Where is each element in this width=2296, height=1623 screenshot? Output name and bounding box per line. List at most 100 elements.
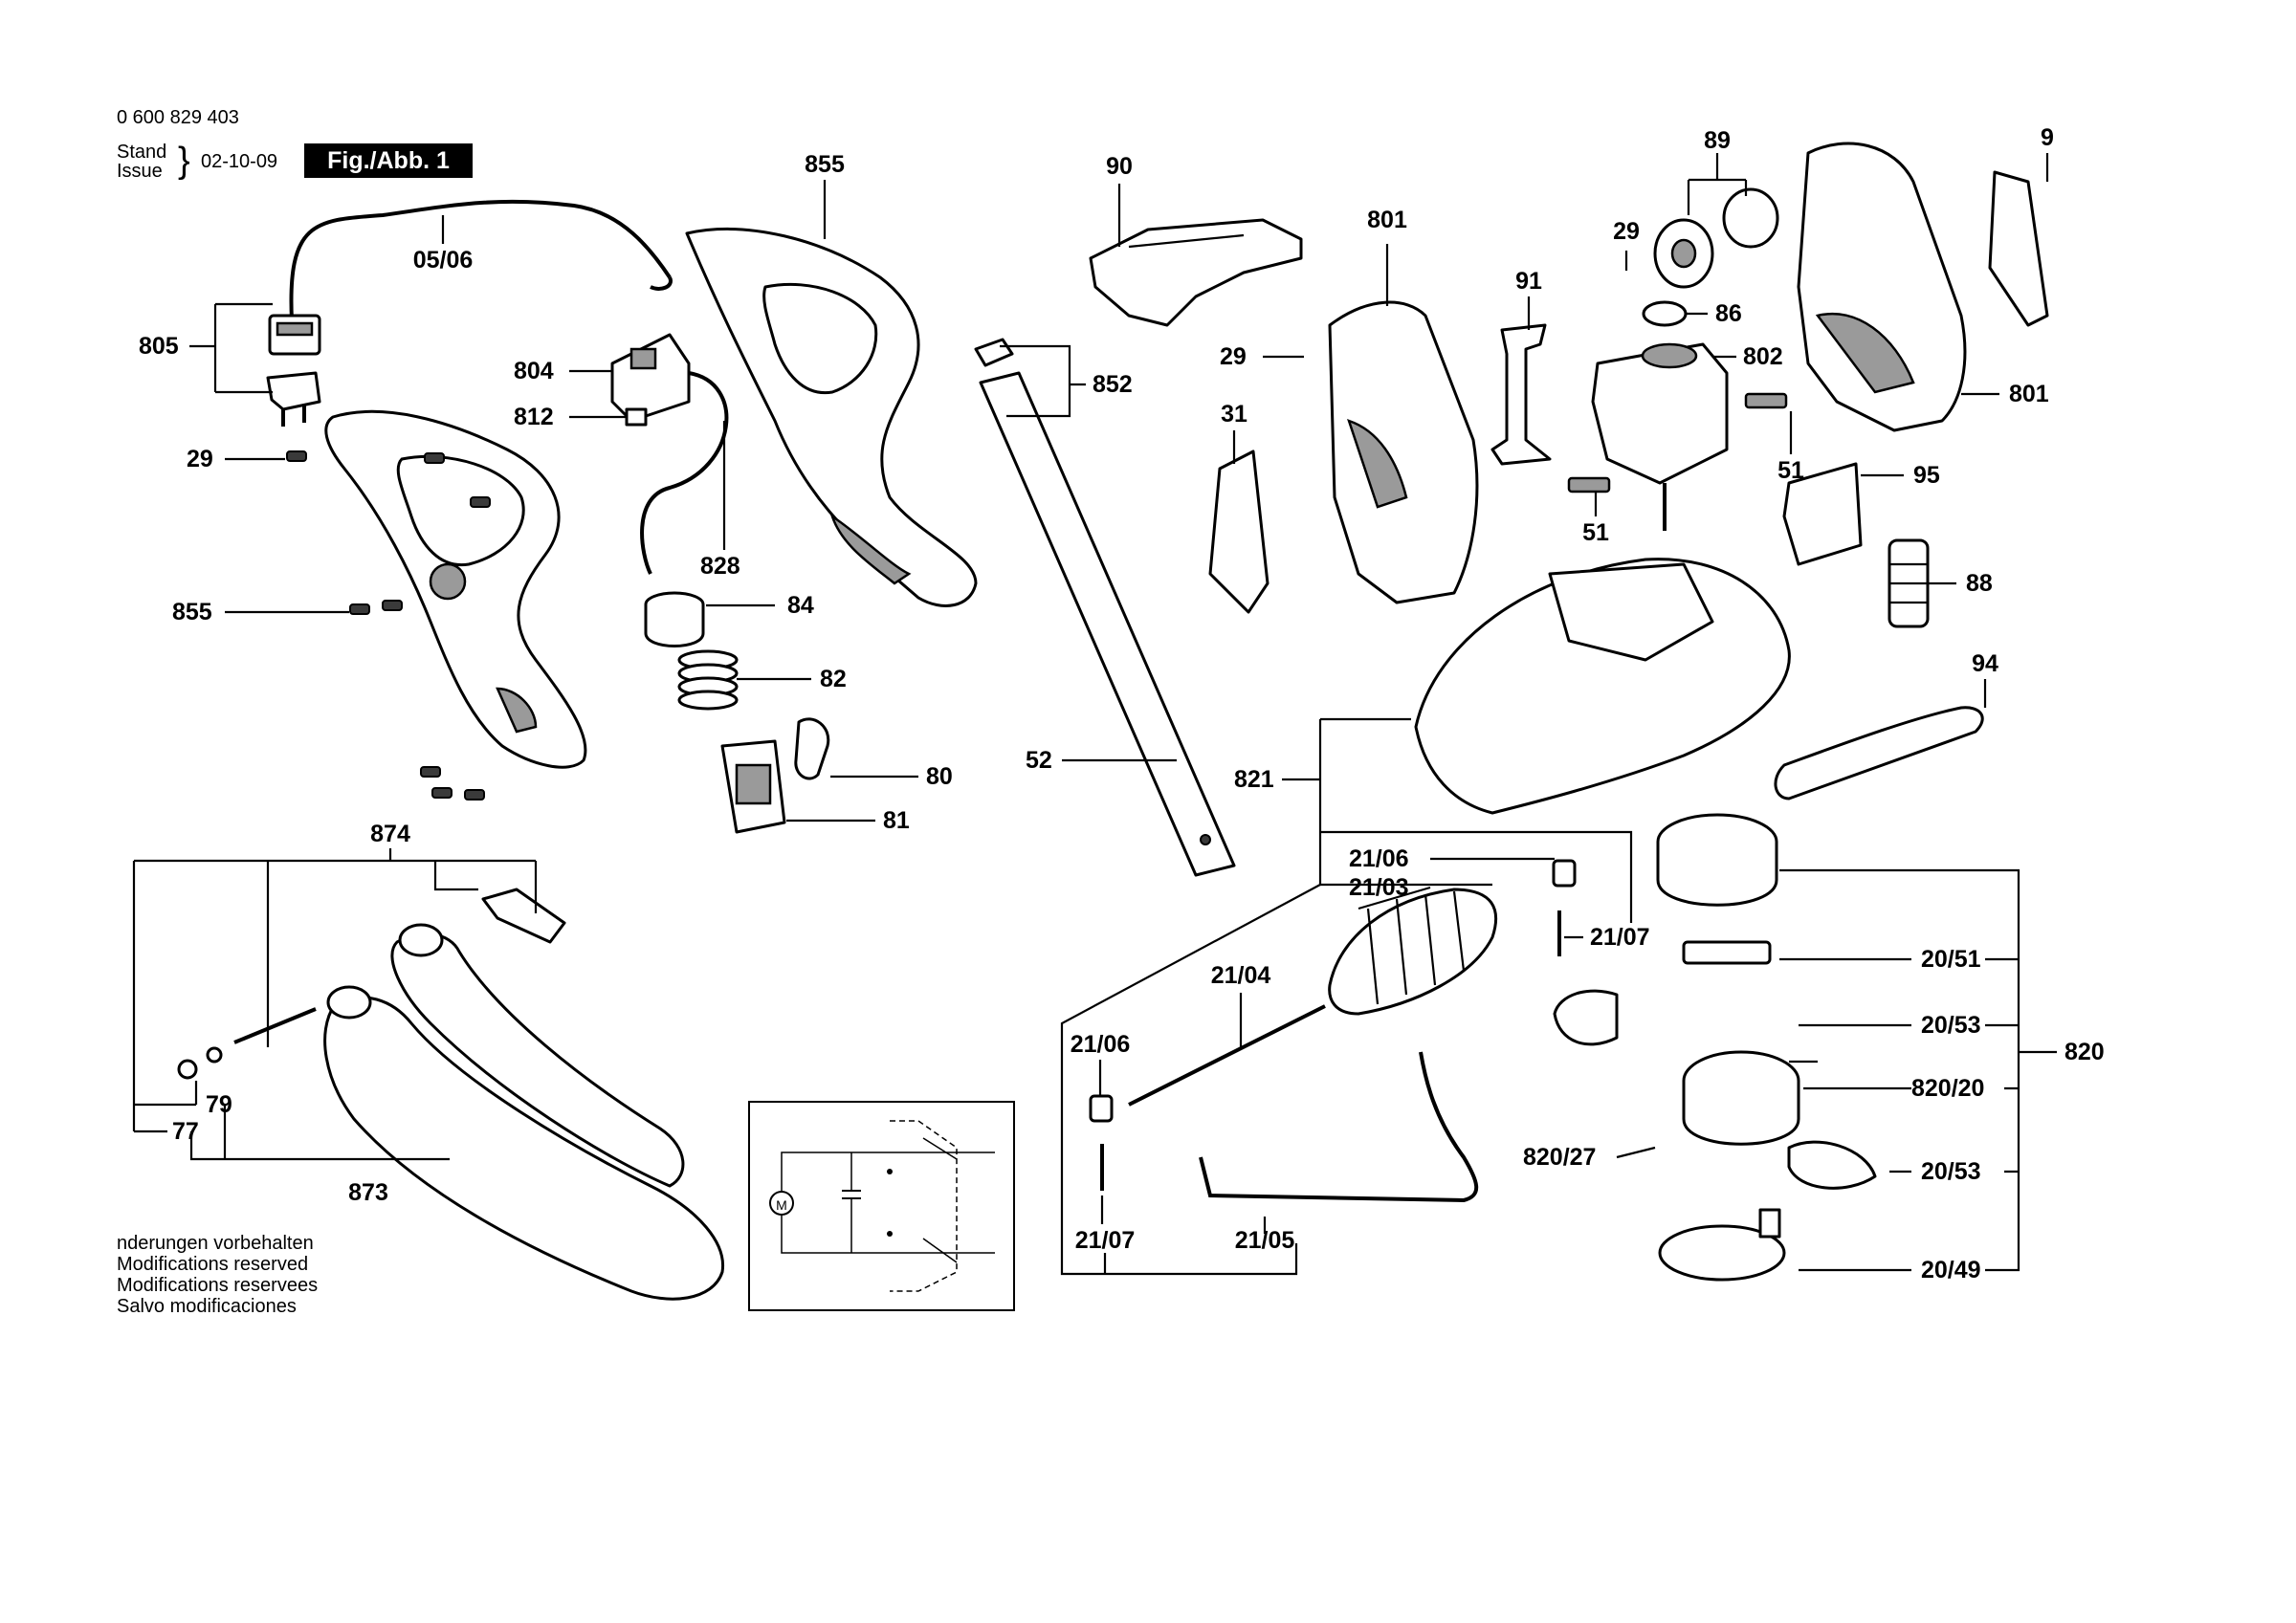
part-labels: 855 05/06 805 29 855 804 812 828 84 82 8… [139,124,2105,1283]
label-21-03: 21/03 [1349,874,1409,901]
label-91: 91 [1515,268,1542,295]
note-de: nderungen vorbehalten [117,1233,314,1254]
wiring-schematic: M [748,1101,1015,1311]
label-855-top: 855 [805,151,845,178]
label-80: 80 [926,763,953,790]
brush-a-part [1744,392,1788,409]
label-802: 802 [1743,343,1783,370]
label-79: 79 [206,1091,232,1118]
label-84: 84 [787,592,814,619]
label-94: 94 [1972,650,1998,677]
note-es: Salvo modificaciones [117,1296,297,1317]
note-en: Modifications reserved [117,1254,309,1275]
lever-part [794,717,830,780]
label-20-53-upper: 20/53 [1921,1012,1981,1039]
small-shield-part [1988,170,2049,327]
label-21-07-right: 21/07 [1590,924,1650,951]
top-cover-part [1089,218,1303,327]
bellows-part [1328,888,1498,1016]
label-820: 820 [2064,1039,2105,1065]
leader-lines [132,153,2057,1276]
label-828: 828 [700,553,740,580]
label-874: 874 [370,821,410,847]
label-852: 852 [1093,371,1133,398]
capacitor-part [625,407,648,427]
spring-part [677,649,739,711]
label-801-mid: 801 [1367,207,1407,233]
label-20-53-lower: 20/53 [1921,1158,1981,1185]
wire-bow-part [1199,1051,1479,1203]
motor-part [1591,342,1729,531]
rod-part [1128,1004,1326,1107]
note-fr: Modifications reservees [117,1275,319,1296]
label-801-right: 801 [2009,381,2049,407]
handle-half-left-part [324,409,587,769]
label-90: 90 [1106,153,1133,180]
fan-part [1653,187,1779,289]
brush-b-part [1567,476,1611,493]
power-cord-part [289,199,673,321]
aux-handle-part [1774,706,1984,801]
housing-left-part [1328,300,1479,604]
label-855-left: 855 [172,599,212,625]
label-86: 86 [1715,300,1742,327]
label-89: 89 [1704,127,1731,154]
spool-assembly-part [1553,813,1877,1282]
guard-hood-part [1414,558,1791,815]
clamp-b-part [1552,859,1577,888]
label-77: 77 [172,1118,199,1145]
label-29-mid: 29 [1220,343,1247,370]
wheel-frame-part [177,888,725,1301]
handle-half-right-part [685,228,978,607]
tube-part [974,338,1236,877]
label-52: 52 [1026,747,1052,774]
ring-part [1642,300,1688,327]
shield-part [1208,450,1269,614]
label-812: 812 [514,404,554,430]
notes-block: nderungen vorbehalten Modifications rese… [117,1233,318,1317]
issue-label: Issue [117,161,163,182]
filter-part [1888,538,1930,628]
label-21-07-lower: 21/07 [1075,1227,1136,1254]
label-05-06: 05/06 [413,247,474,274]
guard-part [1782,462,1863,566]
wire-harness-part [640,371,729,575]
label-95: 95 [1913,462,1940,489]
figure-label: Fig./Abb. 1 [304,143,473,178]
label-873: 873 [348,1179,388,1206]
label-31: 31 [1221,401,1247,428]
label-21-04: 21/04 [1211,962,1271,989]
issue-date: 02-10-09 [201,151,278,172]
label-82: 82 [820,666,847,692]
stand-label: Stand [117,142,167,163]
label-21-06-top: 21/06 [1349,845,1409,872]
screws-handle-part [286,450,491,801]
label-29-right: 29 [1613,218,1640,245]
label-29-left: 29 [187,446,213,472]
motor-symbol: M [776,1197,787,1213]
clamp-a-part [1089,1094,1114,1123]
label-821: 821 [1234,766,1274,793]
doc-number: 0 600 829 403 [117,107,239,128]
lock-part [720,739,786,834]
label-805: 805 [139,333,179,360]
housing-right-part [1797,142,1967,432]
label-820-20: 820/20 [1911,1075,1984,1102]
label-51-right: 51 [1777,457,1804,484]
label-20-49: 20/49 [1921,1257,1981,1283]
label-81: 81 [883,807,910,834]
label-20-51: 20/51 [1921,946,1981,973]
label-21-05: 21/05 [1235,1227,1295,1254]
bracket-part [1490,323,1552,466]
label-9: 9 [2041,124,2054,151]
switch-part [610,333,691,423]
label-88: 88 [1966,570,1993,597]
label-51-lower: 51 [1582,519,1609,546]
label-804: 804 [514,358,554,384]
sleeve-part [644,591,705,647]
plug-part [266,314,321,427]
brace-symbol: } [178,141,190,181]
label-21-06-lower: 21/06 [1071,1031,1131,1058]
